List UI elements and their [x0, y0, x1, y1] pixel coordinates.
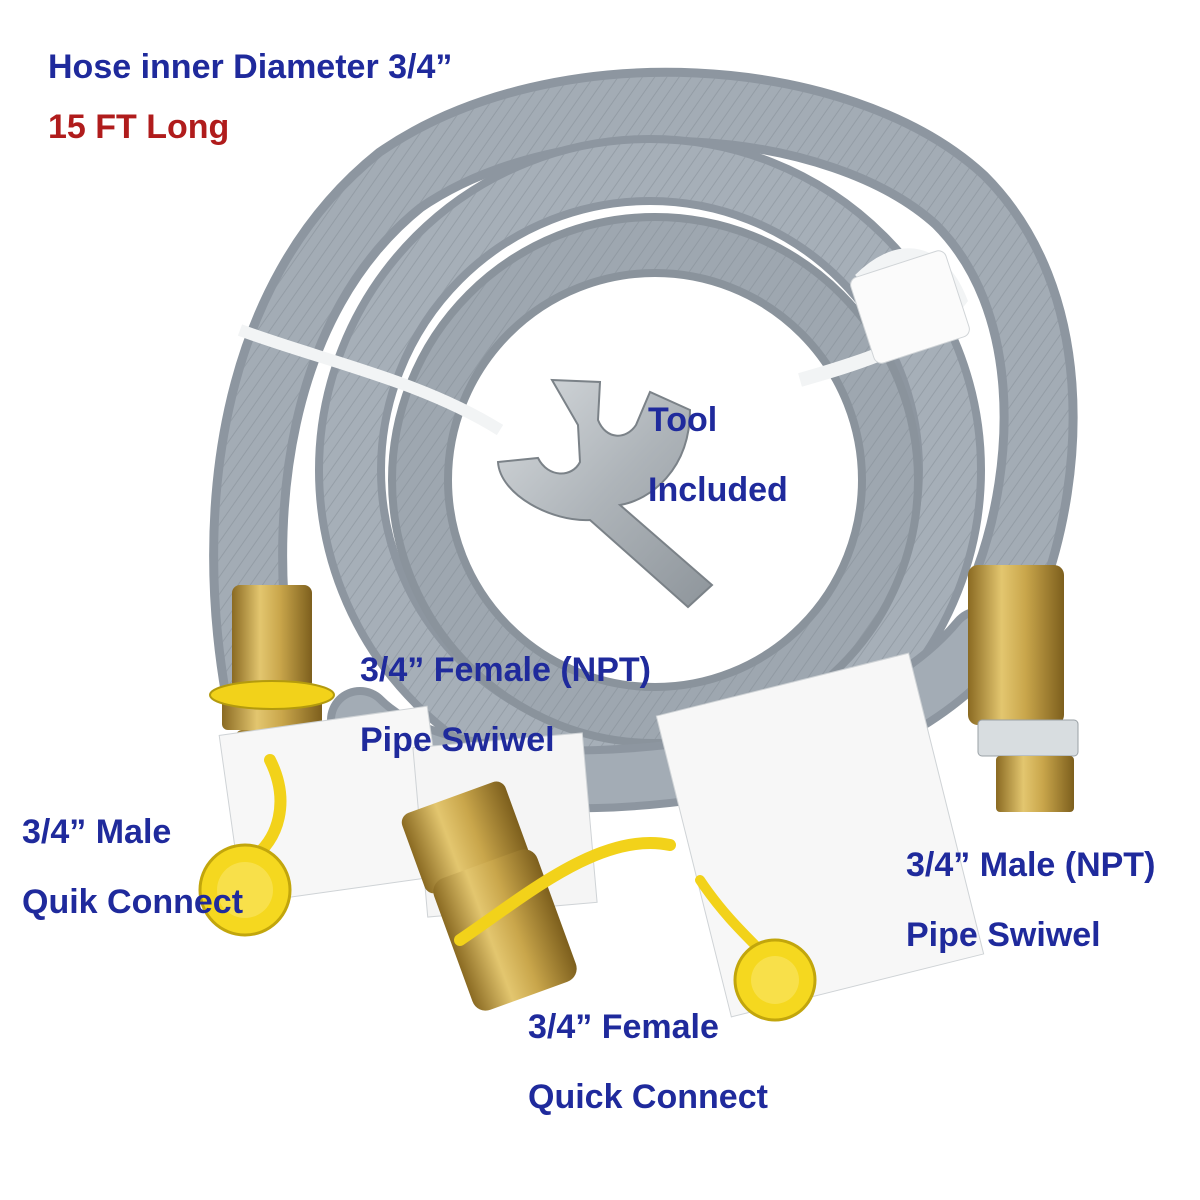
wrench-icon: [496, 378, 714, 609]
hose-length-label: 15 FT Long: [48, 108, 230, 146]
dust-cap-icon: [198, 754, 817, 1022]
male-npt-label-line2: Pipe Swiwel: [906, 916, 1101, 954]
tool-label-line2: Included: [648, 471, 788, 509]
male-qc-label-line1: 3/4” Male: [22, 813, 172, 851]
male-qc-label-line2: Quik Connect: [22, 883, 244, 921]
male-npt-label-line1: 3/4” Male (NPT): [906, 846, 1156, 884]
female-quick-connect: [401, 781, 676, 1011]
hose-diameter-title: Hose inner Diameter 3/4”: [48, 48, 453, 86]
female-npt-label-line1: 3/4” Female (NPT): [360, 651, 651, 689]
tool-label-line1: Tool: [648, 401, 718, 439]
cable-ties: [237, 248, 970, 436]
female-qc-label-line1: 3/4” Female: [528, 1008, 719, 1046]
female-qc-label-line2: Quick Connect: [528, 1078, 768, 1116]
right-brass-fitting: [968, 565, 1079, 812]
female-npt-label-line2: Pipe Swiwel: [360, 721, 555, 759]
